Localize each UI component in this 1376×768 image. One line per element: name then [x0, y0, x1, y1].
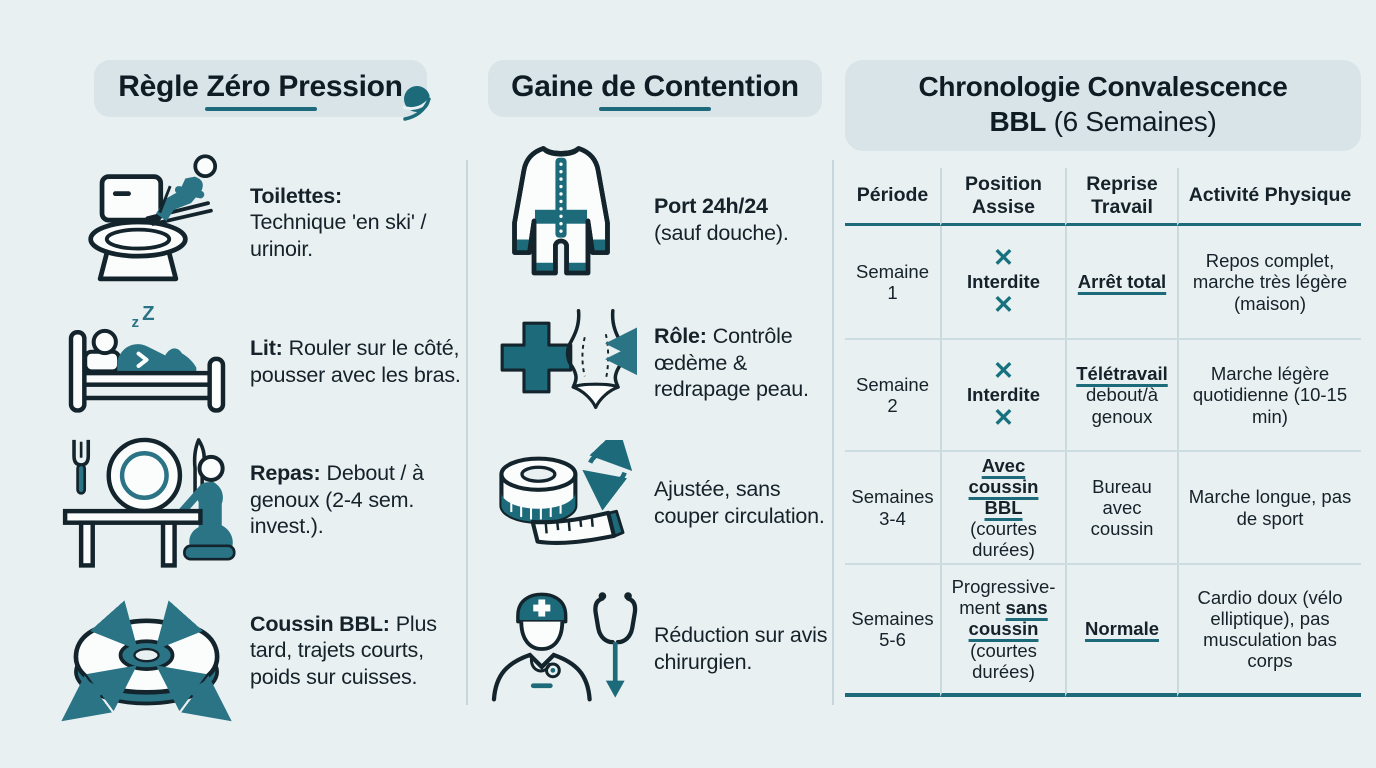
section-title-pill: Gaine de Contention	[488, 60, 822, 117]
section-title-pill: Règle Zéro Pression	[94, 60, 433, 121]
measuring-tape-icon	[482, 440, 640, 566]
section-rule-zero-pression: Règle Zéro Pression	[58, 60, 463, 721]
toilet-ski-icon	[58, 152, 236, 294]
compression-garment-icon	[482, 141, 640, 299]
table-cell-travail: Bureau avec coussin	[1065, 452, 1177, 565]
item-text: Technique 'en ski' / urinoir.	[250, 210, 427, 261]
medical-cross-torso-icon	[482, 300, 640, 426]
item-text: Réduction sur avis chirurgien.	[654, 623, 828, 674]
x-icon: ✕	[993, 403, 1014, 432]
item-lead: Repas:	[250, 461, 321, 486]
svg-text:Z: Z	[142, 302, 154, 325]
table-cell-periode: Semaines 5-6	[845, 565, 940, 697]
item-lead: Toilettes:	[250, 183, 342, 208]
item-lead: Rôle:	[654, 324, 707, 349]
column-divider	[466, 160, 468, 705]
section-title: Gaine de Contention	[511, 70, 799, 103]
x-icon: ✕	[993, 357, 1014, 386]
meal-kneel-icon	[58, 428, 236, 572]
rule-item-lit: z Z Lit:Rouler sur le côté, pousser avec…	[58, 302, 463, 422]
item-text: Rouler sur le côté, pousser avec les bra…	[250, 336, 461, 387]
table-cell-position: ✕ Interdite ✕	[940, 340, 1065, 452]
section-gaine-de-contention: Gaine de Contention	[482, 60, 828, 702]
table-cell-position: ✕ Interdite ✕	[940, 226, 1065, 340]
table-cell-activite: Marche légère quotidienne (10-15 min)	[1177, 340, 1361, 452]
table-cell-position: Progressive-ment sans coussin (courtes d…	[940, 565, 1065, 697]
svg-text:z: z	[131, 314, 139, 331]
gaine-item-ajustee: Ajustée, sans couper circulation.	[482, 434, 828, 572]
title-underline	[599, 107, 711, 111]
section-title-line2-bold: BBL	[989, 106, 1047, 137]
table-cell-periode: Semaine 2	[845, 340, 940, 452]
rule-item-coussin-bbl: Coussin BBL:Plus tard, trajets courts, p…	[58, 578, 463, 723]
item-text: Contrôle œdème & redrapage peau.	[654, 324, 809, 402]
item-text: Ajustée, sans couper circulation.	[654, 477, 825, 528]
table-cell-periode: Semaines 3-4	[845, 452, 940, 565]
item-text: Plus tard, trajets courts, poids sur cui…	[250, 611, 437, 689]
item-lead: Port 24h/24	[654, 194, 768, 219]
table-cell-position: Avec coussin BBL (courtes durées)	[940, 452, 1065, 565]
gaine-item-reduction: Réduction sur avis chirurgien.	[482, 574, 828, 724]
item-lead: Lit:	[250, 336, 283, 361]
title-underline	[204, 107, 317, 111]
section-title-line2-rest: (6 Semaines)	[1046, 106, 1217, 137]
x-icon: ✕	[993, 290, 1014, 319]
surgeon-advice-icon	[482, 582, 640, 716]
section-title-pill: Chronologie Convalescence BBL (6 Semaine…	[845, 60, 1361, 151]
table-cell-travail: Arrêt total	[1065, 226, 1177, 340]
bbl-cushion-icon	[58, 579, 236, 723]
table-header-position: Position Assise	[940, 168, 1065, 226]
gaine-item-role: Rôle:Contrôle œdème & redrapage peau.	[482, 294, 828, 432]
table-cell-travail: Normale	[1065, 565, 1177, 697]
section-title: Règle Zéro Pression	[118, 70, 403, 103]
table-cell-activite: Marche longue, pas de sport	[1177, 452, 1361, 565]
item-lead: Coussin BBL:	[250, 611, 390, 636]
bed-sleep-icon: z Z	[58, 302, 236, 422]
section-title-line1: Chronologie Convalescence	[918, 71, 1288, 102]
table-cell-activite: Repos complet, marche très légère (maiso…	[1177, 226, 1361, 340]
leaf-icon	[395, 81, 439, 133]
table-header-periode: Période	[845, 168, 940, 226]
rule-item-toilettes: Toilettes:Technique 'en ski' / urinoir.	[58, 150, 463, 295]
section-chronologie: Chronologie Convalescence BBL (6 Semaine…	[845, 60, 1361, 697]
item-text: Debout / à genoux (2-4 sem. invest.).	[250, 461, 424, 539]
item-text: (sauf douche).	[654, 221, 789, 245]
table-header-travail: Reprise Travail	[1065, 168, 1177, 226]
column-divider	[832, 160, 834, 705]
x-icon: ✕	[993, 244, 1014, 273]
table-header-activite: Activité Physique	[1177, 168, 1361, 226]
rule-item-repas: Repas:Debout / à genoux (2-4 sem. invest…	[58, 426, 463, 574]
chronologie-table: Période Position Assise Reprise Travail …	[845, 168, 1361, 697]
table-cell-activite: Cardio doux (vélo elliptique), pas muscu…	[1177, 565, 1361, 697]
table-cell-travail: Télétravail debout/à genoux	[1065, 340, 1177, 452]
gaine-item-port: Port 24h/24(sauf douche).	[482, 144, 828, 296]
table-cell-periode: Semaine 1	[845, 226, 940, 340]
